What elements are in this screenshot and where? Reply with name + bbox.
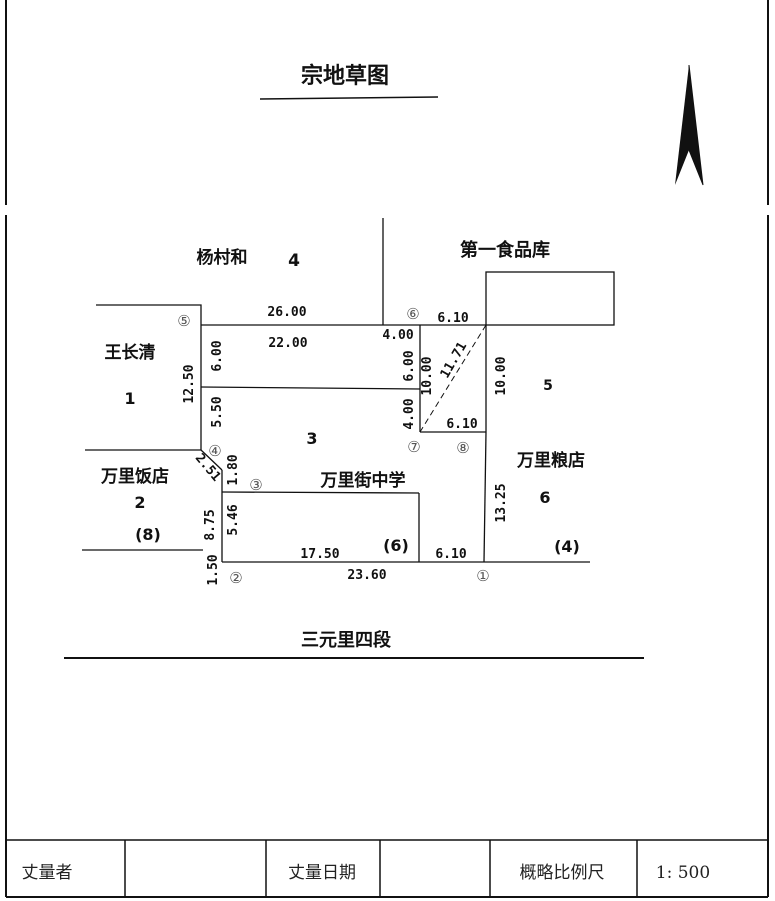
north-arrow-icon — [675, 64, 704, 186]
neighbor-north-name: 杨村和 — [197, 247, 248, 268]
dim-label: 23.60 — [347, 568, 386, 583]
surveyor-label: 丈量者 — [22, 863, 73, 883]
dim-label: 1.50 — [206, 554, 221, 585]
dim-label: 6.00 — [402, 350, 417, 381]
neighbor-southwest-sub: (8) — [135, 525, 161, 544]
footer-table — [6, 839, 768, 897]
point-marker: ⑧ — [456, 439, 469, 457]
neighbor-southwest-name: 万里饭店 — [100, 466, 169, 487]
parcel-name: 万里街中学 — [320, 470, 406, 491]
neighbor-southwest-no: 2 — [134, 493, 145, 512]
neighbor-north-no: 4 — [288, 251, 300, 271]
parcel-sub: (6) — [383, 536, 409, 555]
title-underline — [259, 96, 439, 100]
dim-label: 11.71 — [438, 339, 471, 381]
neighbor-west-no: 1 — [124, 389, 135, 408]
dim-label: 5.46 — [226, 504, 241, 535]
parcel-boundaries — [82, 218, 615, 563]
neighbor-northeast-no: 5 — [543, 378, 553, 394]
diagonal-dashed — [419, 324, 487, 433]
point-marker: ⑤ — [177, 312, 190, 330]
dim-label: 10.00 — [420, 356, 435, 395]
point-marker: ⑦ — [407, 438, 420, 456]
dim-label: 6.10 — [437, 311, 468, 326]
dim-label: 6.10 — [435, 547, 466, 562]
point-marker: ③ — [249, 476, 262, 494]
survey-date-label: 丈量日期 — [288, 863, 356, 883]
scale-value: 1: 500 — [656, 863, 710, 883]
dim-label: 13.25 — [494, 483, 509, 522]
point-marker: ② — [229, 569, 242, 587]
neighbor-east-sub: (4) — [554, 537, 580, 556]
dim-label: 6.00 — [210, 340, 225, 371]
dim-label: 4.00 — [382, 328, 413, 343]
dim-label: 1.80 — [226, 454, 241, 485]
neighbor-west-name: 王长清 — [105, 342, 156, 363]
dim-label: 12.50 — [182, 364, 197, 403]
dim-label: 22.00 — [268, 336, 307, 351]
parcel-no: 3 — [306, 429, 317, 448]
neighbor-east-name: 万里粮店 — [516, 450, 585, 471]
point-marker: ① — [476, 567, 489, 585]
road-name: 三元里四段 — [301, 629, 392, 651]
neighbor-northeast-name: 第一食品库 — [460, 239, 550, 261]
dim-label: 26.00 — [267, 305, 306, 320]
dim-label: 5.50 — [210, 396, 225, 427]
point-marker: ⑥ — [406, 305, 419, 323]
neighbor-east-no: 6 — [539, 488, 550, 507]
dim-label: 8.75 — [203, 509, 218, 540]
dim-label: 17.50 — [300, 547, 339, 562]
point-marker: ④ — [208, 442, 221, 460]
dim-label: 6.10 — [446, 417, 477, 432]
dim-label: 10.00 — [494, 356, 509, 395]
dim-label: 4.00 — [402, 398, 417, 429]
scale-label: 概略比例尺 — [520, 863, 605, 883]
page-title: 宗地草图 — [301, 63, 389, 89]
